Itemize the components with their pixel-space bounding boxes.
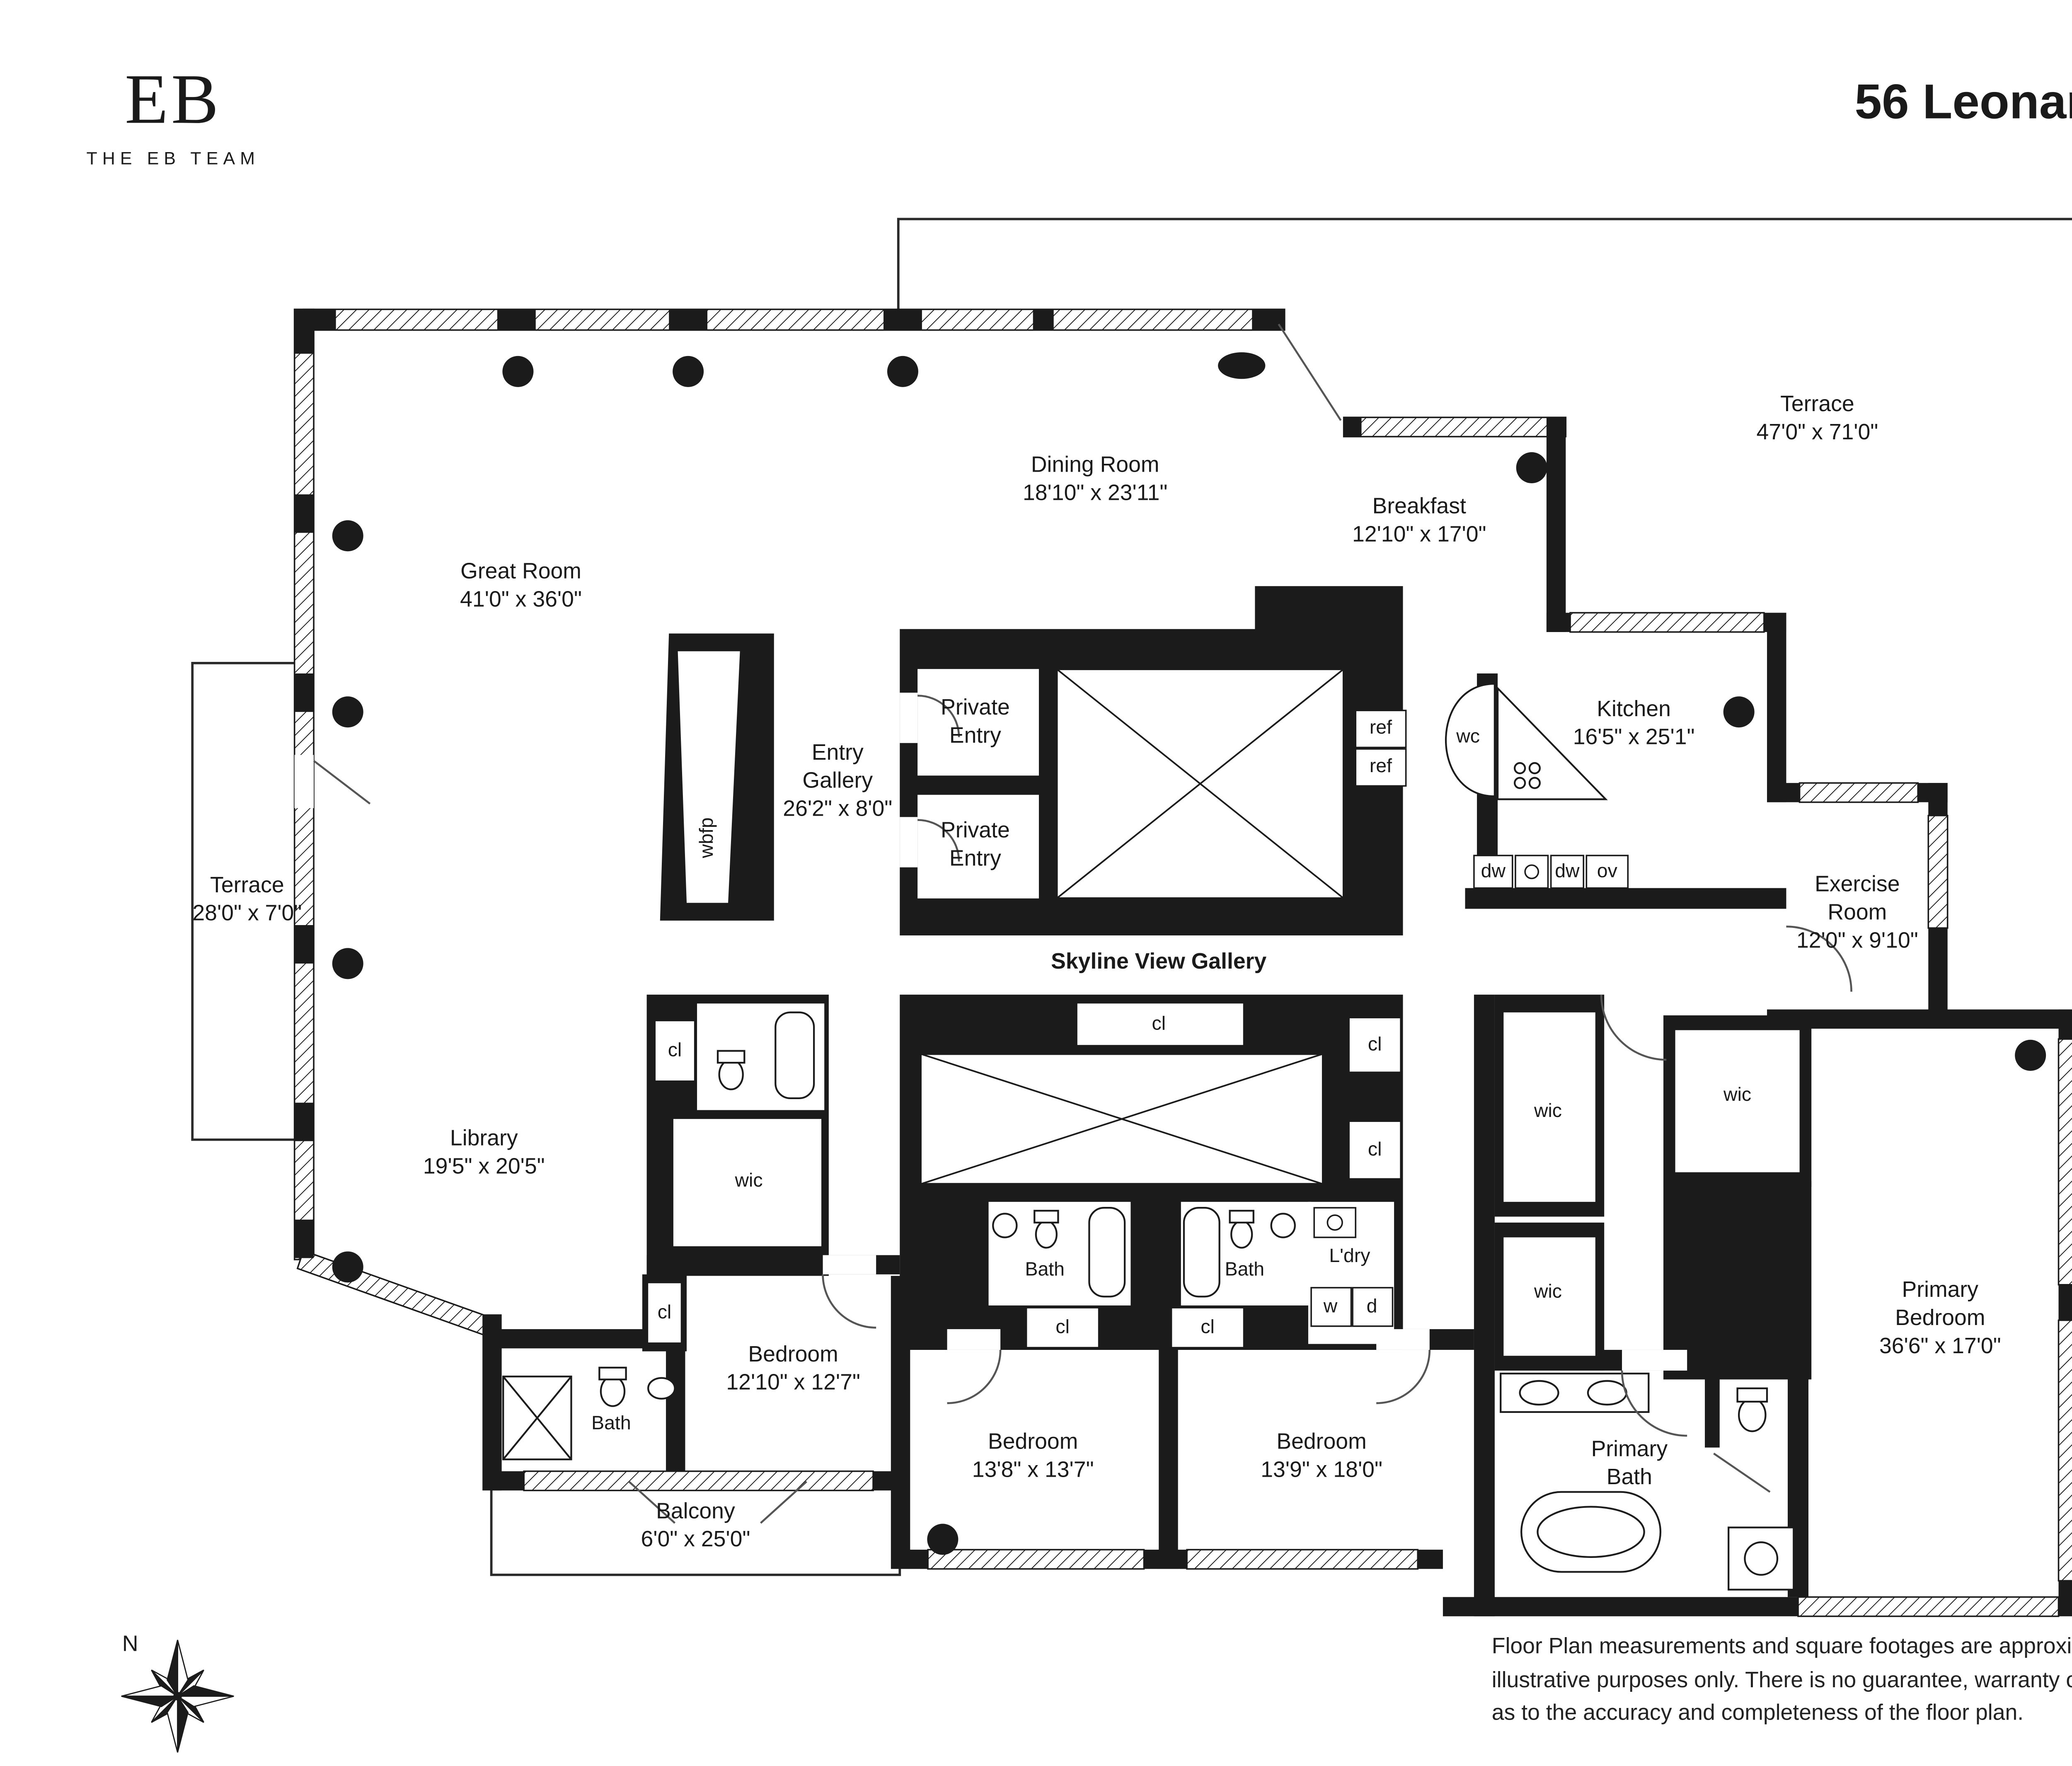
toilet: [1738, 1398, 1767, 1432]
tub: [775, 1011, 815, 1099]
ref-label: ref: [1369, 716, 1392, 738]
dw-label: dw: [1555, 859, 1580, 882]
room-label-dining-room: Dining Room 18'10" x 23'11": [1022, 453, 1168, 506]
brand-block: EB THE EB TEAM: [77, 61, 269, 169]
unit-title: Unit PH53: [1855, 133, 2072, 168]
room-label-skyline-gallery: Skyline View Gallery: [1051, 949, 1267, 975]
team-name: THE EB TEAM: [86, 148, 260, 169]
appliance-boxes: [1310, 710, 1629, 1327]
tub: [1088, 1206, 1126, 1298]
fixtures: [502, 683, 1795, 1591]
window-walls: [293, 308, 2072, 1617]
wic-label: wic: [1534, 1279, 1562, 1302]
room-label-private-entry-1: Private Entry: [941, 695, 1010, 749]
toilet: [1035, 1220, 1058, 1249]
sink: [992, 1213, 1018, 1238]
sink-box: [1515, 855, 1549, 889]
eb-logo: EB: [125, 61, 222, 139]
room-label-great-room: Great Room 41'0" x 36'0": [460, 559, 582, 613]
door-swings: [313, 323, 1852, 1524]
room-label-breakfast: Breakfast 12'10" x 17'0": [1352, 494, 1486, 548]
room-label-library: Library 19'5" x 20'5": [423, 1126, 545, 1180]
wic-label: wic: [735, 1169, 763, 1191]
toilet: [1230, 1220, 1253, 1249]
closet-label: cl: [668, 1038, 682, 1061]
disclaimer-line-2: illustrative purposes only. There is no …: [1491, 1667, 2072, 1693]
fireplace-label: wbfp: [695, 817, 717, 858]
closet-label: cl: [1152, 1012, 1166, 1034]
wc-wall-curve: [1445, 683, 1496, 797]
closet-label: cl: [1201, 1315, 1215, 1338]
wic-label: wic: [1723, 1083, 1752, 1105]
closet-label: cl: [1055, 1315, 1070, 1338]
room-label-private-entry-2: Private Entry: [941, 818, 1010, 872]
room-label-balcony: Balcony 6'0" x 25'0": [641, 1499, 750, 1553]
wic-label: wic: [1534, 1099, 1562, 1122]
washer-label: w: [1323, 1294, 1338, 1317]
dryer-box: [1352, 1287, 1394, 1327]
fireplace-wedge: [678, 651, 740, 903]
room-label-primary-bedroom: Primary Bedroom 36'6" x 17'0": [1879, 1277, 2001, 1360]
room-label-bedroom-c: Bedroom 13'9" x 18'0": [1261, 1429, 1382, 1483]
ref-box: [1355, 710, 1407, 749]
north-label: N: [122, 1632, 138, 1657]
closet-label: cl: [1368, 1138, 1382, 1160]
toilet: [718, 1059, 744, 1090]
compass-rose: [121, 1640, 234, 1753]
ref-box: [1355, 748, 1407, 787]
title-block: 56 Leonard Street Unit PH53: [1854, 74, 2072, 168]
disclaimer-line-3: as to the accuracy and completeness of t…: [1491, 1701, 2024, 1726]
closet-label: cl: [657, 1300, 672, 1323]
wc-label: wc: [1456, 724, 1480, 747]
dryer-label: d: [1366, 1294, 1377, 1317]
toilet: [600, 1376, 626, 1407]
bath-label: Bath: [1025, 1257, 1065, 1280]
bath-label: Bath: [591, 1411, 631, 1434]
ref-label: ref: [1369, 754, 1392, 777]
dishwasher-box: [1550, 855, 1584, 889]
ov-label: ov: [1597, 859, 1617, 882]
room-label-bedroom-a: Bedroom 12'10" x 12'7": [726, 1342, 860, 1396]
dishwasher-box: [1473, 855, 1513, 889]
washer-box: [1310, 1287, 1352, 1327]
sink: [647, 1377, 676, 1400]
disclaimer-text: Floor Plan measurements and square foota…: [1492, 1631, 2072, 1731]
oven-box: [1585, 855, 1629, 889]
columns: [332, 352, 2046, 1555]
laundry-label: L'dry: [1329, 1244, 1370, 1267]
dw-label: dw: [1481, 859, 1506, 882]
elevator-shaft: [919, 668, 1345, 1185]
room-label-terrace-west: Terrace 28'0" x 7'0": [192, 873, 302, 927]
sink: [1270, 1213, 1296, 1238]
disclaimer-line-1: Floor Plan measurements and square foota…: [1491, 1634, 2072, 1659]
tub: [1183, 1206, 1220, 1298]
room-label-bedroom-b: Bedroom 13'8" x 13'7": [972, 1429, 1094, 1483]
room-label-entry-gallery: Entry Gallery 26'2" x 8'0": [783, 740, 893, 823]
closet-label: cl: [1368, 1032, 1382, 1055]
room-label-terrace-main: Terrace 47'0" x 71'0": [1756, 392, 1878, 446]
room-label-exercise-room: Exercise Room 12'0" x 9'10": [1796, 872, 1918, 954]
room-label-kitchen: Kitchen 16'5" x 25'1": [1573, 697, 1695, 751]
terrace-outline: [191, 218, 2072, 1141]
balcony-outline: [490, 1489, 901, 1576]
building-title: 56 Leonard Street: [1854, 74, 2072, 129]
bath-label: Bath: [1225, 1257, 1265, 1280]
room-label-primary-bath: Primary Bath: [1591, 1437, 1668, 1491]
